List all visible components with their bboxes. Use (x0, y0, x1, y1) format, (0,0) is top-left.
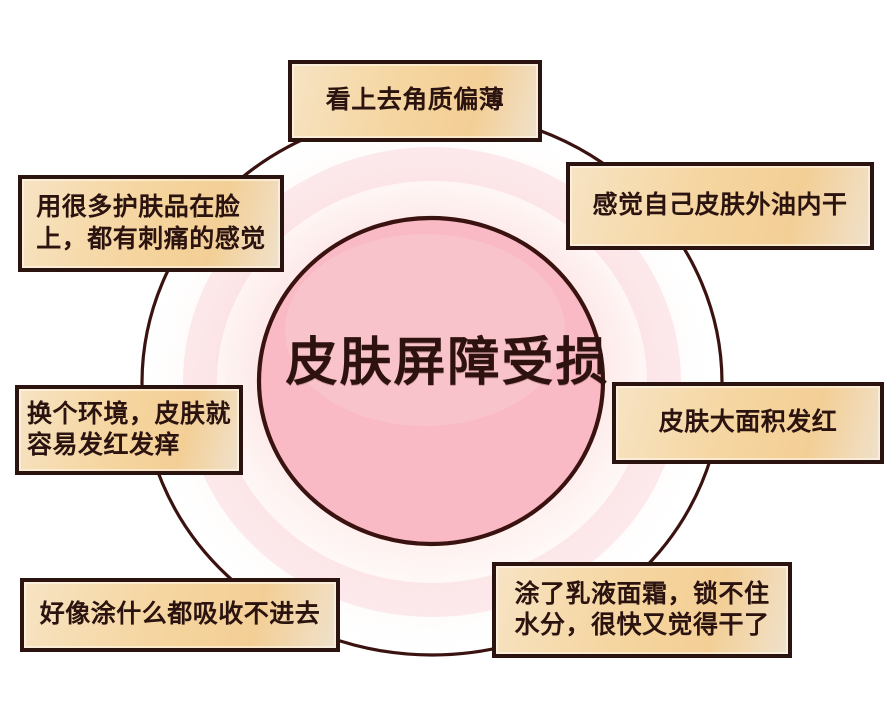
callout-text-top: 看上去角质偏薄 (325, 86, 505, 115)
callout-text-right: 皮肤大面积发红 (658, 408, 838, 437)
callout-text-top-right: 感觉自己皮肤外油内干 (592, 191, 848, 220)
center-circle-sheen (285, 234, 565, 426)
callout-box-top-left[interactable]: 用很多护肤品在脸 上，都有刺痛的感觉 (18, 175, 284, 272)
callout-box-left[interactable]: 换个环境，皮肤就 容易发红发痒 (15, 385, 243, 475)
callout-text-left: 换个环境，皮肤就 容易发红发痒 (27, 399, 232, 460)
callout-text-bottom-left: 好像涂什么都吸收不进去 (39, 600, 321, 629)
callout-box-right[interactable]: 皮肤大面积发红 (612, 382, 884, 464)
callout-box-bottom-right[interactable]: 涂了乳液面霜，锁不住 水分，很快又觉得干了 (492, 562, 792, 658)
callout-box-top-right[interactable]: 感觉自己皮肤外油内干 (566, 162, 874, 250)
callout-box-top[interactable]: 看上去角质偏薄 (288, 60, 542, 142)
center-label: 皮肤屏障受损 (285, 334, 610, 392)
callout-text-bottom-right: 涂了乳液面霜，锁不住 水分，很快又觉得干了 (514, 579, 770, 640)
center-circle (256, 215, 606, 547)
callout-box-bottom-left[interactable]: 好像涂什么都吸收不进去 (20, 578, 340, 652)
callout-text-top-left: 用很多护肤品在脸 上，都有刺痛的感觉 (36, 193, 266, 253)
